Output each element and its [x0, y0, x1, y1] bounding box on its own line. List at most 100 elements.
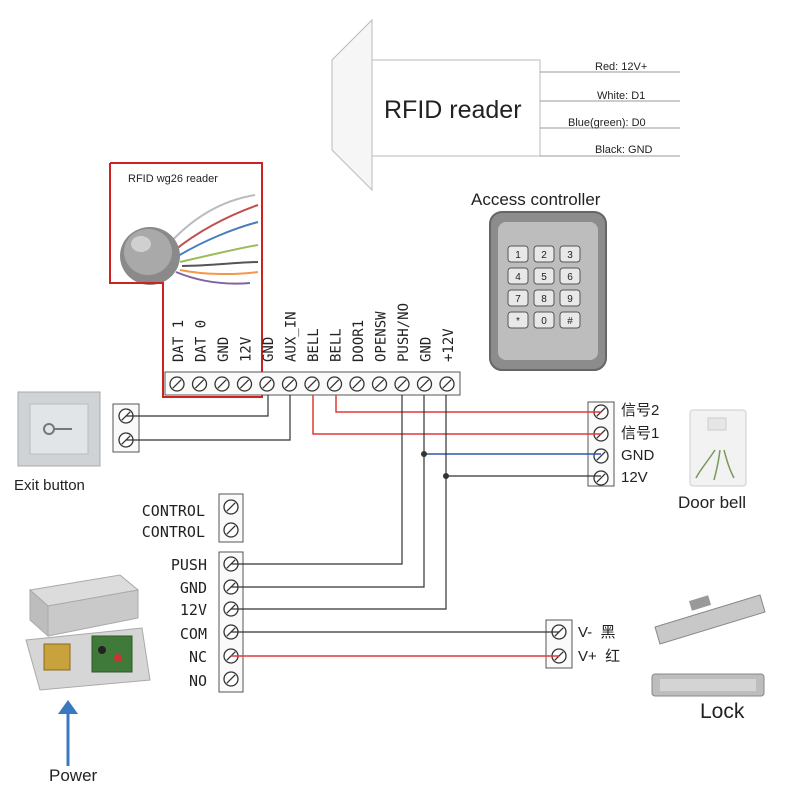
- lock-terminal-label-2: V+ 红: [578, 648, 620, 665]
- keypad-key-6: [559, 267, 581, 285]
- terminal-screw-13: [439, 376, 455, 392]
- terminal-label-5: GND: [261, 337, 277, 362]
- keypad-key-label-3: 3: [567, 250, 573, 261]
- door-bell-terminal-label-3: GND: [621, 447, 655, 464]
- control-screw-1: [223, 499, 239, 515]
- transformer-icon: [43, 643, 71, 671]
- wires: [126, 395, 601, 657]
- terminal-label-12: GND: [419, 337, 435, 362]
- power-screws: [223, 556, 239, 687]
- lock: V- 黑 V+ 红 Lock: [545, 594, 766, 723]
- terminal-screw-10: [371, 376, 388, 392]
- terminal-label-1: DAT 1: [171, 320, 187, 362]
- terminal-screw-3: [214, 376, 230, 392]
- rfid-reader-body: [371, 59, 541, 157]
- ps-label-nc: NC: [189, 648, 207, 666]
- ps-label-gnd: GND: [180, 579, 207, 597]
- door-bell-terminal-label-4: 12V: [621, 469, 648, 486]
- power-terminal-block: [218, 551, 244, 693]
- circuit-board-icon: [91, 635, 133, 673]
- keypad-key-8: [533, 289, 555, 307]
- terminal-screws: [169, 376, 455, 392]
- terminal-label-10: OPENSW: [374, 311, 390, 362]
- terminal-label-7: BELL: [306, 328, 322, 362]
- wg26-reader-title: RFID wg26 reader: [128, 173, 218, 185]
- bell-screw-3: [593, 448, 609, 464]
- terminal-label-3: GND: [216, 337, 232, 362]
- keypad-key-label-12: #: [567, 316, 573, 327]
- terminal-screw-5: [259, 376, 275, 392]
- junction-gnd: [421, 451, 427, 457]
- door-bell-window: [707, 417, 727, 431]
- keypad-key-label-6: 6: [567, 272, 573, 283]
- keypad-key-1: [507, 245, 529, 263]
- keypad-key-3: [559, 245, 581, 263]
- ps-label-push: PUSH: [171, 556, 207, 574]
- rfid-reader-body-side: [331, 18, 373, 192]
- wire-push: [231, 395, 403, 565]
- control-screw-2: [223, 522, 239, 538]
- wire-label-white: White: D1: [597, 90, 645, 102]
- keypad-key-7: [507, 289, 529, 307]
- terminal-label-11: PUSH/NO: [396, 303, 412, 362]
- wire-bell-2: [335, 395, 601, 413]
- keypad-key-2: [533, 245, 555, 263]
- terminal-screw-1: [169, 376, 185, 392]
- ps-label-12v: 12V: [180, 601, 207, 619]
- terminal-label-8: BELL: [329, 328, 345, 362]
- door-bell-terminal-label-2: 信号1: [621, 425, 659, 442]
- wire-bell-1: [312, 395, 601, 435]
- keypad-key-label-11: 0: [541, 316, 547, 327]
- terminal-label-9: DOOR1: [351, 320, 367, 362]
- bolt-lock-image: [654, 594, 766, 645]
- power-arrow: Power: [49, 700, 98, 785]
- control-label-1: CONTROL: [142, 502, 205, 520]
- terminal-screw-7: [304, 376, 320, 392]
- power-label: Power: [49, 766, 98, 785]
- wire-label-red: Red: 12V+: [595, 61, 647, 73]
- ps-label-com: COM: [180, 625, 207, 643]
- wire-label-blue: Blue(green): D0: [568, 117, 646, 129]
- door-bell-wires: [695, 449, 735, 481]
- access-controller-title: Access controller: [471, 190, 601, 209]
- control-screws: [223, 499, 239, 538]
- terminal-screw-9: [349, 376, 365, 392]
- control-terminal: CONTROL CONTROL: [142, 493, 244, 543]
- keypad-key-9: [559, 289, 581, 307]
- keypad-key-label-8: 8: [541, 294, 547, 305]
- control-label-2: CONTROL: [142, 523, 205, 541]
- wire-gnd: [231, 395, 425, 588]
- door-bell-image: [689, 409, 747, 487]
- terminal-screw-12: [416, 376, 433, 392]
- ps-label-no: NO: [189, 672, 207, 690]
- bell-screw-4: [593, 470, 609, 486]
- power-supply-terminals: PUSH GND 12V COM NC NO: [171, 551, 244, 693]
- junction-12v: [443, 473, 449, 479]
- arrow-up-icon: [58, 700, 78, 714]
- wg26-reader: RFID wg26 reader: [109, 162, 263, 398]
- keypad-key-label-4: 4: [515, 272, 521, 283]
- door-bell: 信号2 信号1 GND 12V Door bell: [587, 401, 747, 512]
- lock-terminal-label-1: V- 黑: [578, 624, 616, 641]
- keypad-key-label-9: 9: [567, 294, 573, 305]
- exit-button: Exit button: [14, 391, 140, 494]
- rfid-reader-title: RFID reader: [384, 96, 522, 124]
- terminal-label-6: AUX_IN: [284, 311, 300, 362]
- wg26-highlight-outline: [109, 162, 263, 398]
- terminal-label-4: 12V: [239, 336, 255, 362]
- terminal-screw-11: [394, 376, 410, 392]
- exit-button-label: Exit button: [14, 477, 85, 494]
- wg26-reader-image: [120, 194, 259, 285]
- terminal-screw-8: [326, 376, 343, 392]
- terminal-screw-4: [236, 376, 253, 392]
- keypad-key-label-1: 1: [515, 250, 521, 261]
- terminal-screw-6: [281, 376, 298, 392]
- keypad-key-label-10: *: [516, 316, 520, 327]
- terminal-label-2: DAT 0: [194, 320, 210, 362]
- wire-exit-aux: [126, 395, 291, 441]
- wire-label-black: Black: GND: [595, 144, 653, 156]
